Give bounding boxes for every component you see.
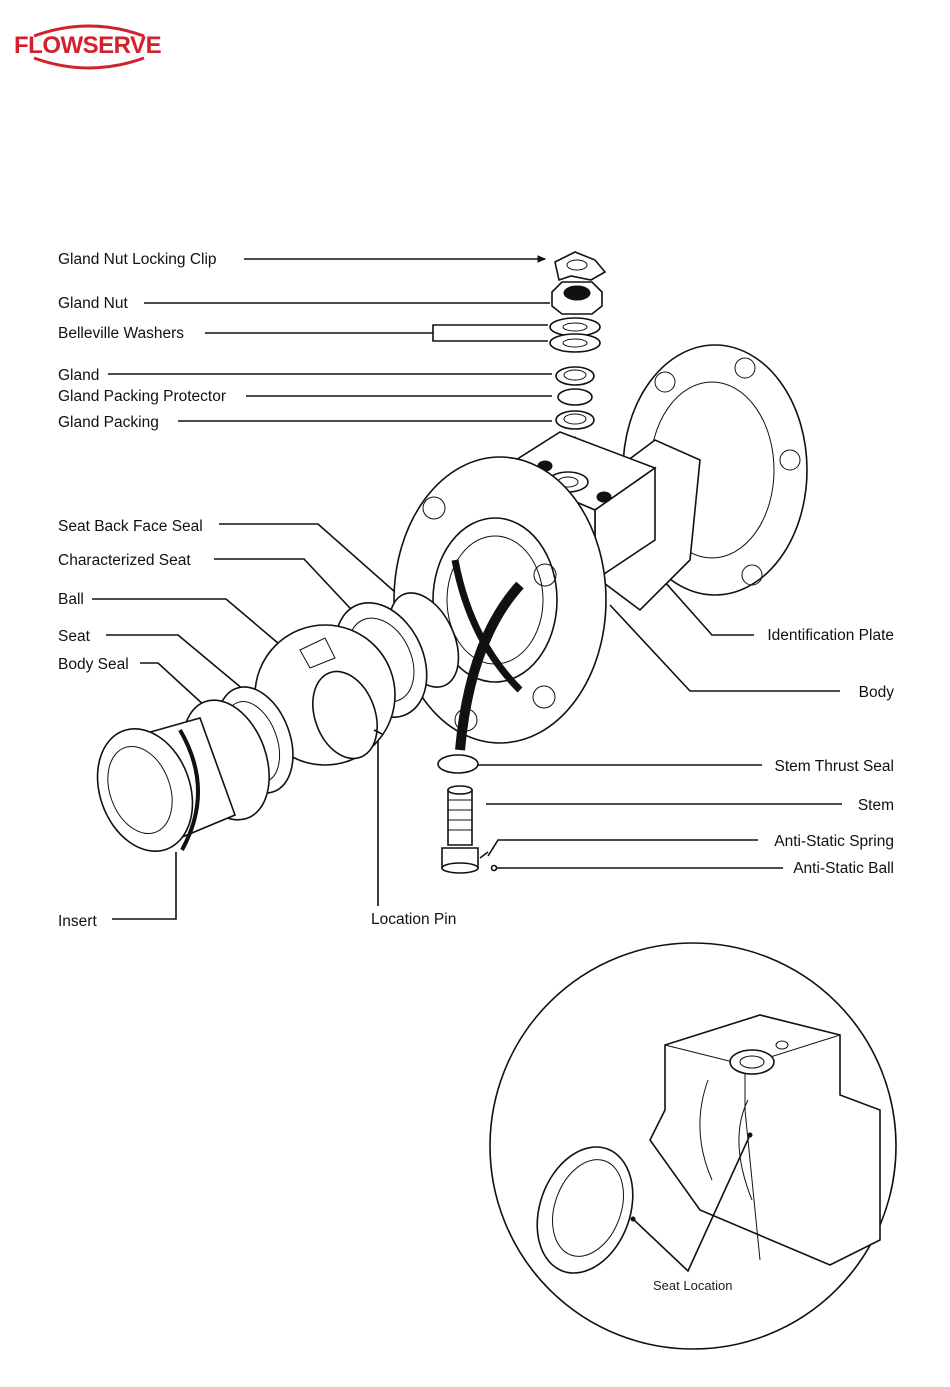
label-gland-packing-protector: Gland Packing Protector xyxy=(58,388,226,405)
label-gland-nut: Gland Nut xyxy=(58,295,128,312)
label-stem: Stem xyxy=(858,797,894,814)
label-stem-thrust-seal: Stem Thrust Seal xyxy=(775,758,894,775)
gland xyxy=(556,367,594,385)
stem-thrust-seal xyxy=(438,755,478,773)
label-location-pin: Location Pin xyxy=(371,911,456,928)
valve-body xyxy=(394,345,807,750)
anti-static-ball xyxy=(492,866,497,871)
label-body: Body xyxy=(859,684,895,701)
gland-packing-protector xyxy=(558,389,592,405)
label-gland-packing: Gland Packing xyxy=(58,414,159,431)
label-insert: Insert xyxy=(58,913,97,930)
label-seat-location: Seat Location xyxy=(653,1278,733,1293)
label-body-seal: Body Seal xyxy=(58,656,129,673)
label-gland: Gland xyxy=(58,367,99,384)
seat-location-detail: Seat Location xyxy=(490,943,896,1349)
anti-static-spring xyxy=(480,852,488,858)
stem xyxy=(442,786,478,873)
belleville-washers xyxy=(550,318,600,352)
label-seat-back-face-seal: Seat Back Face Seal xyxy=(58,518,203,535)
label-belleville-washers: Belleville Washers xyxy=(58,325,184,342)
gland-nut xyxy=(552,282,602,314)
label-seat: Seat xyxy=(58,628,91,645)
gland-nut-locking-clip xyxy=(555,252,605,280)
label-characterized-seat: Characterized Seat xyxy=(58,552,191,569)
label-anti-static-ball: Anti-Static Ball xyxy=(793,860,894,877)
label-identification-plate: Identification Plate xyxy=(767,627,894,644)
label-gland-nut-locking-clip: Gland Nut Locking Clip xyxy=(58,251,217,268)
label-ball: Ball xyxy=(58,591,84,608)
label-anti-static-spring: Anti-Static Spring xyxy=(774,833,894,850)
gland-packing xyxy=(556,411,594,429)
